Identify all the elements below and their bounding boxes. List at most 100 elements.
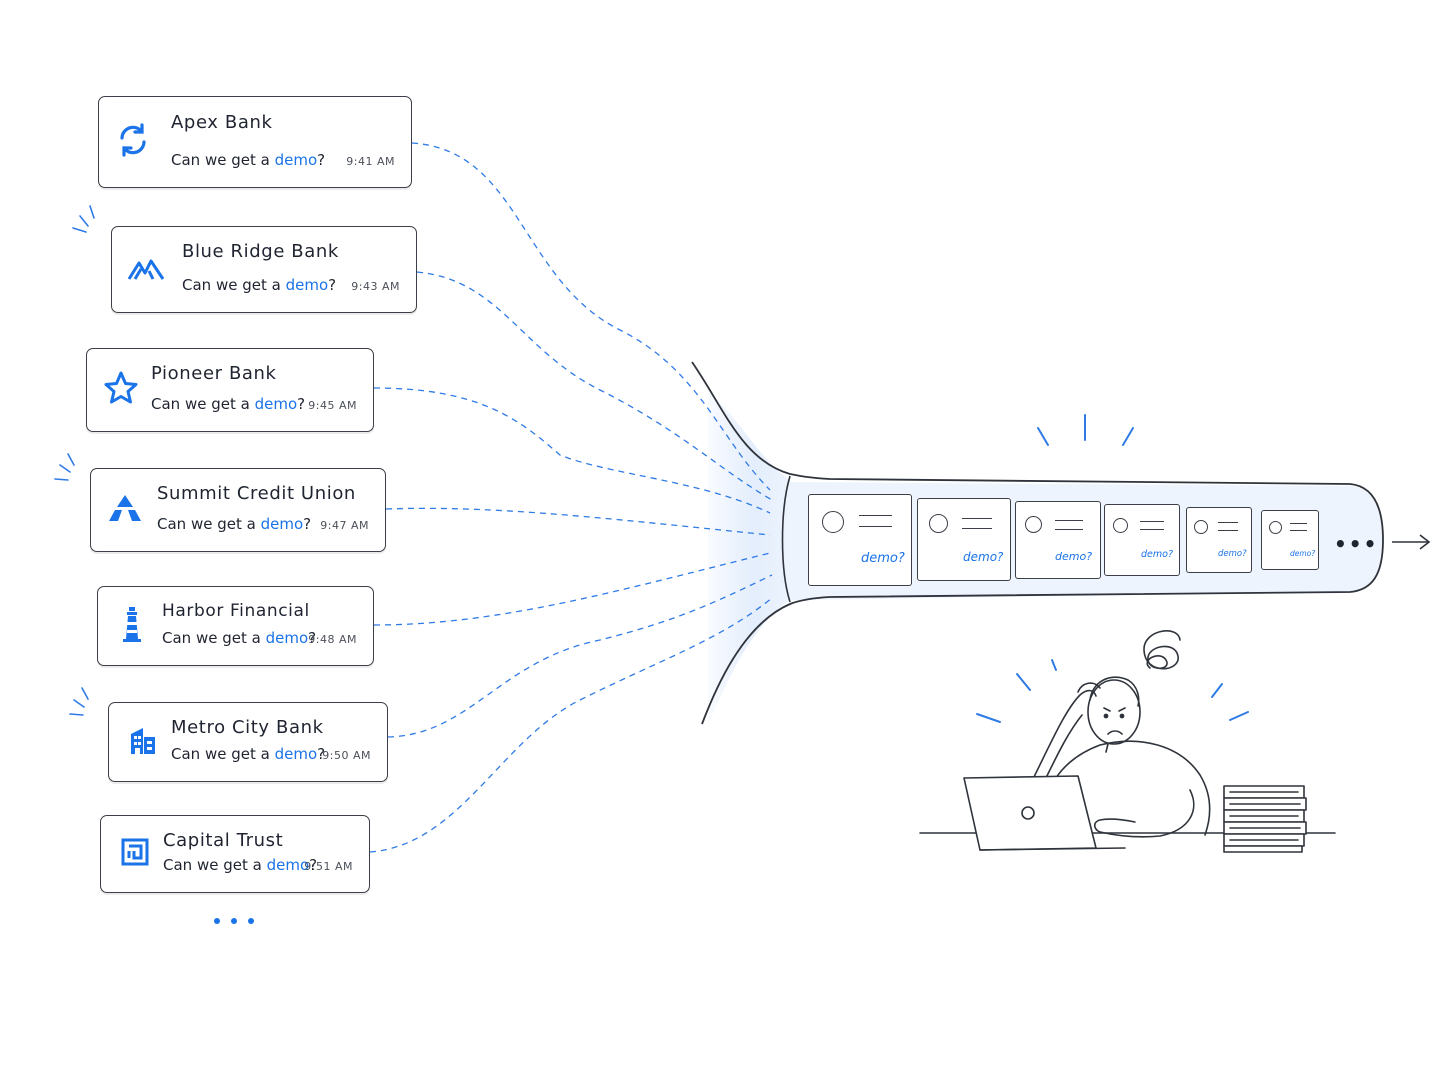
bank-name: Capital Trust: [163, 830, 284, 851]
text-line: [1290, 530, 1307, 532]
queued-card: demo?: [808, 494, 912, 586]
notification-message: Can we get a demo?: [171, 151, 325, 169]
funnel-top-outline: [691, 361, 1384, 541]
building-icon: [123, 720, 163, 760]
bank-name: Blue Ridge Bank: [182, 241, 339, 262]
message-accent: demo: [266, 856, 310, 874]
text-line: [859, 515, 892, 517]
bank-name: Metro City Bank: [171, 717, 324, 738]
notification-card-blue-ridge-bank[interactable]: Blue Ridge Bank Can we get a demo? 9:43 …: [111, 226, 417, 313]
message-text: Can we get a: [162, 629, 266, 647]
bank-name: Pioneer Bank: [151, 363, 277, 384]
ellipsis-dot: [248, 918, 254, 924]
refresh-icon: [113, 120, 153, 160]
bank-name: Summit Credit Union: [157, 483, 356, 504]
notification-time: 9:51 AM: [304, 860, 353, 873]
lighthouse-icon: [112, 604, 152, 644]
notification-message: Can we get a demo?: [171, 745, 325, 763]
text-line: [1218, 522, 1238, 524]
message-accent: demo: [274, 745, 318, 763]
text-line: [1140, 529, 1164, 531]
notification-card-apex-bank[interactable]: Apex Bank Can we get a demo? 9:41 AM: [98, 96, 412, 188]
funnel-bottom-outline: [701, 539, 1384, 725]
notification-message: Can we get a demo?: [157, 515, 311, 533]
message-accent: demo: [254, 395, 298, 413]
message-suffix: ?: [297, 395, 306, 413]
notification-time: 9:41 AM: [346, 155, 395, 168]
bank-name: Apex Bank: [171, 112, 273, 133]
queued-card: demo?: [1261, 510, 1319, 570]
text-line: [1218, 530, 1238, 532]
dashed-connectors: [369, 142, 773, 853]
text-line: [859, 526, 892, 528]
message-suffix: ?: [317, 745, 326, 763]
text-line: [1055, 529, 1083, 531]
bank-name: Harbor Financial: [162, 601, 310, 621]
connector-summit: [385, 507, 771, 536]
queued-card-label: demo?: [861, 551, 905, 566]
ellipsis-dot: [231, 918, 237, 924]
queued-card: demo?: [1104, 504, 1180, 576]
notification-card-summit-credit-union[interactable]: Summit Credit Union Can we get a demo? 9…: [90, 468, 386, 552]
notification-time: 9:50 AM: [322, 749, 371, 762]
queued-card-label: demo?: [1055, 550, 1093, 563]
text-line: [1055, 520, 1083, 522]
stressed-person-illustration: [919, 630, 1336, 853]
message-suffix: ?: [303, 515, 312, 533]
queued-card: demo?: [1186, 507, 1252, 573]
message-suffix: ?: [309, 856, 318, 874]
avatar-circle: [1269, 521, 1282, 534]
output-arrowhead: [1419, 534, 1431, 550]
avatar-circle: [822, 511, 844, 533]
notification-message: Can we get a demo?: [163, 856, 317, 874]
pipe-burst-marks: [1037, 414, 1134, 446]
message-suffix: ?: [308, 629, 317, 647]
connector-apex: [411, 142, 771, 491]
card-burst-marks: [54, 205, 95, 716]
notification-card-capital-trust[interactable]: Capital Trust Can we get a demo? 9:51 AM: [100, 815, 370, 893]
message-text: Can we get a: [171, 151, 275, 169]
avatar-circle: [929, 514, 948, 533]
message-accent: demo: [265, 629, 309, 647]
text-line: [1290, 523, 1307, 525]
vault-icon: [115, 832, 155, 872]
connector-capital: [369, 597, 773, 853]
message-text: Can we get a: [151, 395, 255, 413]
notification-time: 9:48 AM: [308, 633, 357, 646]
message-suffix: ?: [328, 276, 337, 294]
message-accent: demo: [274, 151, 318, 169]
queue-overflow-indicator: •••: [1334, 532, 1379, 556]
message-accent: demo: [260, 515, 304, 533]
queued-card-label: demo?: [963, 550, 1004, 564]
avatar-circle: [1113, 518, 1128, 533]
summit-icon: [105, 488, 145, 528]
star-icon: [101, 368, 141, 408]
message-text: Can we get a: [182, 276, 286, 294]
text-line: [1140, 521, 1164, 523]
text-line: [962, 518, 992, 520]
funnel-glow: [708, 390, 790, 725]
connector-pioneer: [373, 387, 771, 514]
notification-message: Can we get a demo?: [162, 629, 316, 647]
notification-time: 9:45 AM: [308, 399, 357, 412]
message-accent: demo: [285, 276, 329, 294]
notification-card-harbor-financial[interactable]: Harbor Financial Can we get a demo? 9:48…: [97, 586, 374, 666]
connector-blue-ridge: [416, 271, 773, 501]
person-stress-marks: [976, 659, 1249, 723]
connector-harbor: [373, 552, 771, 626]
notification-time: 9:47 AM: [320, 519, 369, 532]
pipe-inner-left: [781, 475, 791, 603]
more-notifications-indicator: [214, 918, 254, 924]
notification-time: 9:43 AM: [351, 280, 400, 293]
notification-card-metro-city-bank[interactable]: Metro City Bank Can we get a demo? 9:50 …: [108, 702, 388, 782]
message-text: Can we get a: [157, 515, 261, 533]
avatar-circle: [1194, 520, 1208, 534]
message-suffix: ?: [317, 151, 326, 169]
notification-card-pioneer-bank[interactable]: Pioneer Bank Can we get a demo? 9:45 AM: [86, 348, 374, 432]
queued-card-label: demo?: [1290, 549, 1316, 558]
notification-message: Can we get a demo?: [151, 395, 305, 413]
mountains-icon: [126, 248, 166, 288]
avatar-circle: [1025, 516, 1042, 533]
queued-card: demo?: [1015, 501, 1101, 579]
